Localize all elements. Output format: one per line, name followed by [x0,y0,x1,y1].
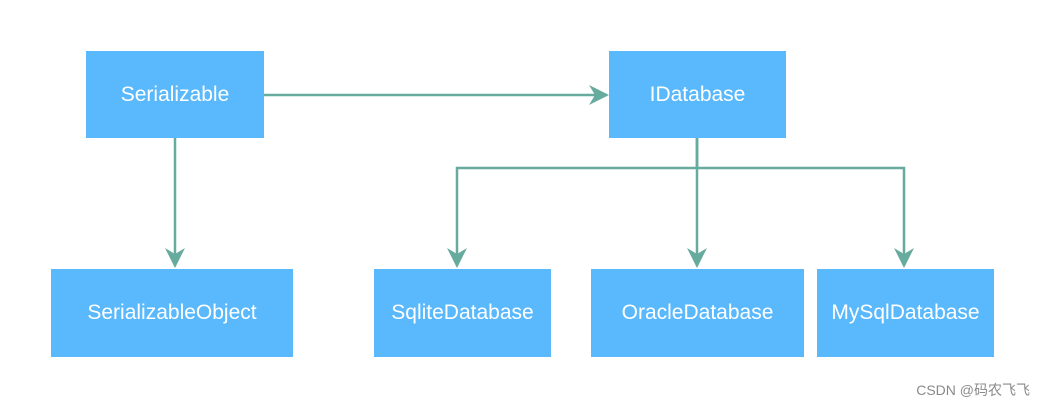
node-oracle-database: OracleDatabase [591,269,804,357]
node-mysql-database: MySqlDatabase [817,269,994,357]
node-idatabase: IDatabase [609,51,786,138]
node-serializable-object: SerializableObject [51,269,293,357]
node-sqlite-database: SqliteDatabase [374,269,551,357]
edge-idatabase-to-mysqldatabase [695,138,914,268]
node-serializable: Serializable [86,51,264,138]
watermark-text: CSDN @码农飞飞 [916,382,1030,398]
edge-idatabase-to-sqlitedatabase [447,138,699,268]
